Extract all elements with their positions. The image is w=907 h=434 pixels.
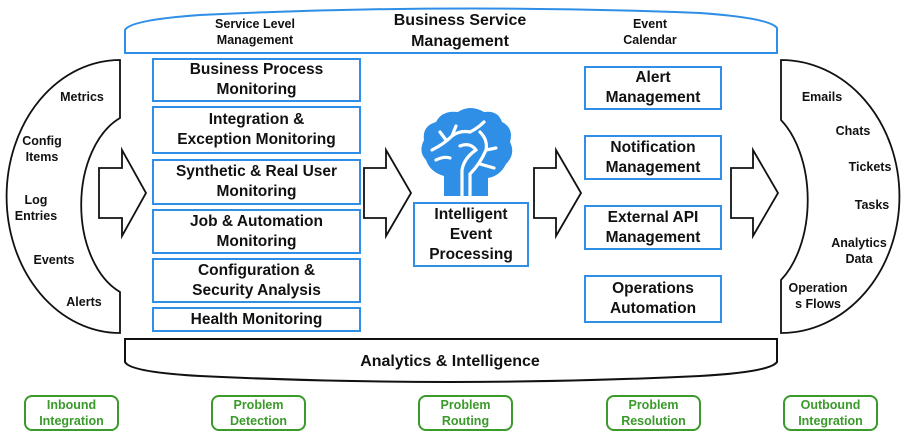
arrow-inbound-to-detection <box>98 146 148 240</box>
input-log-entries: Log Entries <box>14 193 58 223</box>
health-monitoring-box: Health Monitoring <box>152 307 361 332</box>
stage-problem-resolution: Problem Resolution <box>606 395 701 431</box>
brain-icon <box>421 108 513 198</box>
job-automation-monitoring-box: Job & Automation Monitoring <box>152 209 361 254</box>
arrow-detection-to-processing <box>363 146 413 240</box>
input-events: Events <box>33 253 75 267</box>
input-alerts: Alerts <box>66 295 102 309</box>
output-chats: Chats <box>835 124 871 138</box>
input-metrics: Metrics <box>60 90 104 104</box>
arrow-resolution-to-outbound <box>730 146 780 240</box>
stage-outbound-integration: Outbound Integration <box>783 395 878 431</box>
synthetic-real-user-monitoring-box: Synthetic & Real User Monitoring <box>152 159 361 205</box>
alert-management-box: Alert Management <box>584 66 722 110</box>
operations-automation-box: Operations Automation <box>584 275 722 323</box>
output-operations-flows: Operation s Flows <box>788 281 848 311</box>
notification-management-box: Notification Management <box>584 135 722 180</box>
configuration-security-analysis-box: Configuration & Security Analysis <box>152 258 361 303</box>
intelligent-event-processing-box: Intelligent Event Processing <box>413 202 529 267</box>
output-tickets: Tickets <box>848 160 892 174</box>
stage-problem-detection: Problem Detection <box>211 395 306 431</box>
output-tasks: Tasks <box>854 198 890 212</box>
external-api-management-box: External API Management <box>584 205 722 250</box>
integration-exception-monitoring-box: Integration & Exception Monitoring <box>152 106 361 154</box>
output-analytics-data: Analytics Data <box>831 236 887 266</box>
arrow-processing-to-resolution <box>533 146 583 240</box>
top-band-shape <box>124 7 778 54</box>
event-calendar-label: Event Calendar <box>623 17 677 47</box>
analytics-intelligence-label: Analytics & Intelligence <box>360 353 540 370</box>
outbound-arc-shape <box>780 59 901 334</box>
stage-inbound-integration: Inbound Integration <box>24 395 119 431</box>
inbound-arc-shape <box>5 59 121 334</box>
input-config-items: Config Items <box>22 134 62 164</box>
business-process-monitoring-box: Business Process Monitoring <box>152 58 361 102</box>
stage-problem-routing: Problem Routing <box>418 395 513 431</box>
bottom-band-shape <box>124 338 778 383</box>
business-service-management-title: Business Service Management <box>393 12 527 50</box>
output-emails: Emails <box>801 90 843 104</box>
service-level-management-label: Service Level Management <box>215 17 295 47</box>
